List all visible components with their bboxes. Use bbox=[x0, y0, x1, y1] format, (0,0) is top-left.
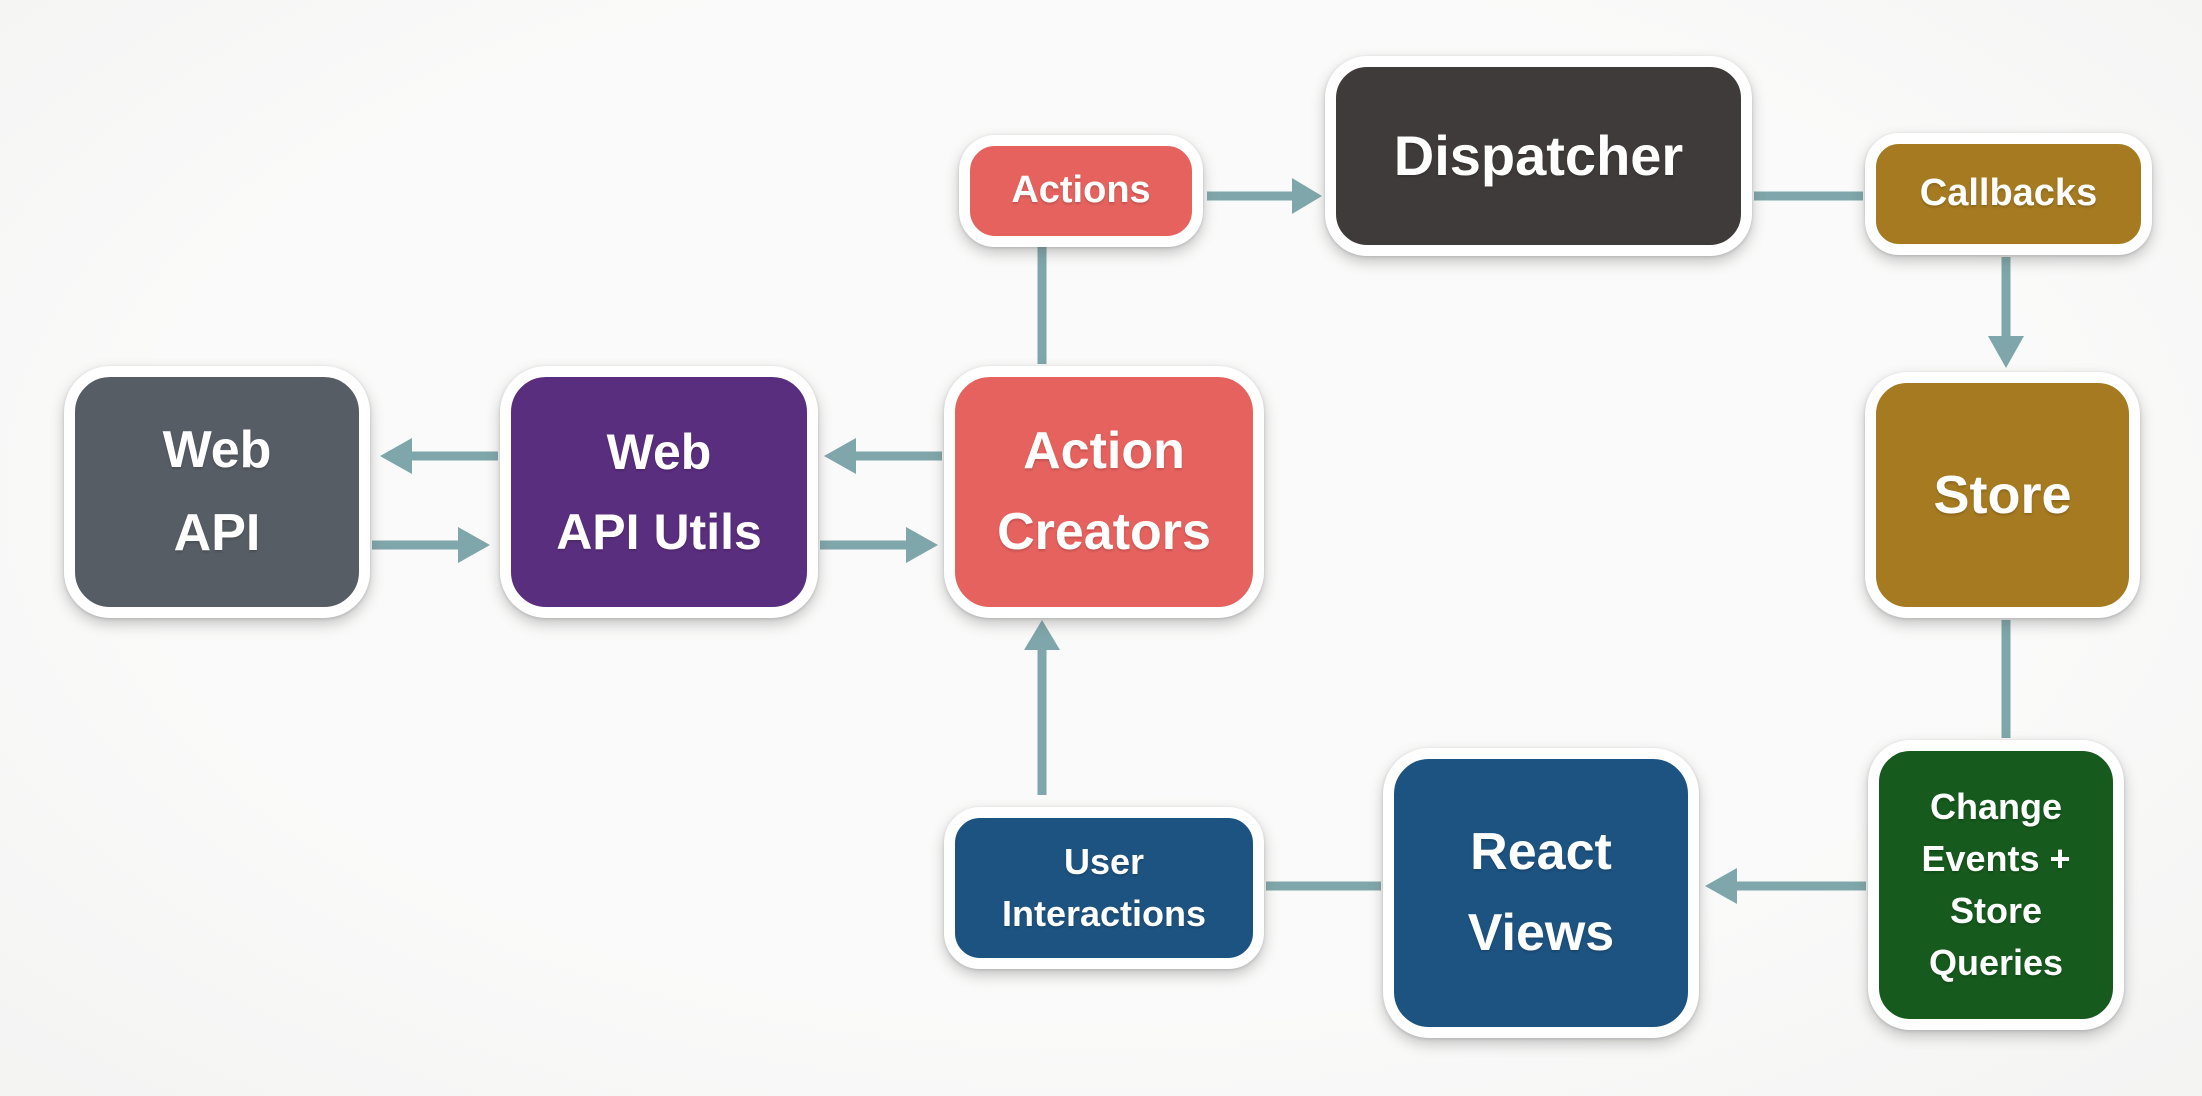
node-action-creators: Action Creators bbox=[944, 366, 1264, 618]
edge-action-creators-to-web-api-utils bbox=[824, 438, 942, 474]
edge-callbacks-to-store bbox=[1988, 257, 2024, 368]
edge-change-events-to-react-views bbox=[1705, 868, 1866, 904]
node-user-interactions: User Interactions bbox=[944, 807, 1264, 969]
node-store-label: Store bbox=[1933, 464, 2072, 525]
node-callbacks: Callbacks bbox=[1865, 133, 2152, 255]
node-user-interactions-label: User Interactions bbox=[1001, 840, 1207, 934]
node-actions-label: Actions bbox=[1011, 169, 1151, 212]
node-react-views-label: React Views bbox=[1467, 823, 1615, 962]
node-change-events-store-queries: Change Events + Store Queries bbox=[1868, 740, 2124, 1030]
node-actions: Actions bbox=[959, 135, 1203, 247]
node-react-views: React Views bbox=[1383, 748, 1699, 1038]
node-web-api-label: Web API bbox=[162, 420, 272, 562]
node-web-api: Web API bbox=[64, 366, 370, 618]
node-web-api-utils-label: Web API Utils bbox=[556, 424, 762, 560]
node-web-api-utils: Web API Utils bbox=[500, 366, 818, 618]
node-change-events-store-queries-label: Change Events + Store Queries bbox=[1921, 785, 2071, 984]
node-dispatcher-label: Dispatcher bbox=[1393, 124, 1684, 188]
node-callbacks-label: Callbacks bbox=[1919, 172, 2098, 215]
node-dispatcher: Dispatcher bbox=[1325, 56, 1752, 256]
node-action-creators-label: Action Creators bbox=[997, 422, 1211, 561]
edge-web-api-utils-to-web-api bbox=[380, 438, 498, 474]
edge-web-api-utils-to-action-creators bbox=[820, 527, 938, 563]
node-store: Store bbox=[1865, 372, 2140, 618]
edge-user-interactions-to-action-creators bbox=[1024, 620, 1060, 795]
edge-web-api-to-web-api-utils bbox=[372, 527, 490, 563]
edge-actions-to-dispatcher bbox=[1207, 178, 1322, 214]
